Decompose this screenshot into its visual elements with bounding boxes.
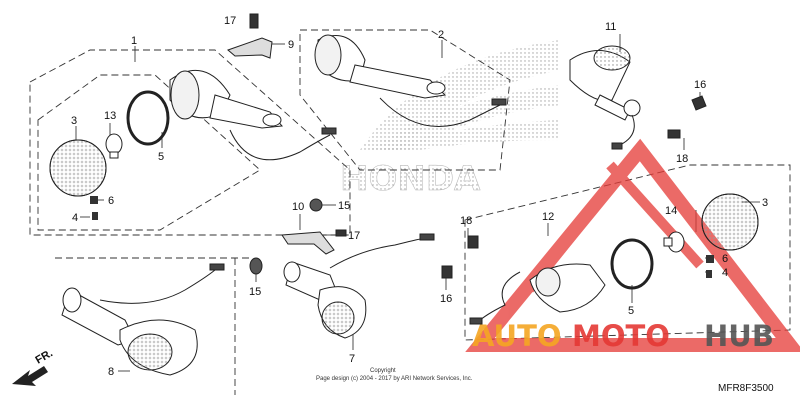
rim-ring-5-left <box>126 90 170 146</box>
callout-5-right: 5 <box>628 305 634 317</box>
callout-12: 12 <box>542 211 554 223</box>
callout-2: 2 <box>438 29 444 41</box>
callout-15-upper: 15 <box>338 200 350 212</box>
front-arrow: FR. <box>12 347 55 386</box>
bulb-13 <box>105 133 123 159</box>
lens-3-right <box>701 193 759 251</box>
watermark-hub: HUB <box>704 319 774 353</box>
watermark-auto: AUTO <box>472 319 562 353</box>
bracket-10 <box>281 198 347 255</box>
bulb-14 <box>663 231 685 253</box>
callout-4-right: 4 <box>722 267 728 279</box>
watermark-moto: MOTO <box>572 319 670 353</box>
callout-3-right: 3 <box>762 197 768 209</box>
copyright-line-2: Page design (c) 2004 - 2017 by ARI Netwo… <box>316 376 473 382</box>
callout-9: 9 <box>288 39 294 51</box>
callout-13: 13 <box>104 110 116 122</box>
callout-5-left: 5 <box>158 151 164 163</box>
callout-18-lower: 18 <box>460 215 472 227</box>
honda-wing-logo: HONDA <box>340 40 560 199</box>
callout-15-lower: 15 <box>249 286 261 298</box>
honda-logo-text: HONDA <box>340 159 481 199</box>
turn-signal-assembly-8 <box>61 263 225 376</box>
callout-labels: 1 2 3 3 4 4 5 5 6 6 7 8 9 10 11 12 13 14… <box>71 15 768 378</box>
screws-right <box>706 255 714 278</box>
front-label: FR. <box>34 347 55 366</box>
callout-3-left: 3 <box>71 115 77 127</box>
callout-1: 1 <box>131 35 137 47</box>
bracket-9 <box>227 13 273 59</box>
rim-ring-5-right <box>610 238 654 290</box>
turn-signal-assembly-7 <box>249 233 435 339</box>
watermark-text: AUTO MOTO HUB <box>472 319 774 353</box>
callout-8: 8 <box>108 366 114 378</box>
callout-10: 10 <box>292 201 304 213</box>
turn-signal-assembly-12 <box>441 235 606 325</box>
callout-14: 14 <box>665 205 677 217</box>
watermark-triangle <box>465 138 800 352</box>
callout-4-left: 4 <box>72 212 78 224</box>
screws-left <box>90 196 98 220</box>
diagram-code: MFR8F3500 <box>718 383 774 394</box>
callout-18-upper: 18 <box>676 153 688 165</box>
turn-signal-assembly-1 <box>169 70 337 161</box>
callout-17-upper: 17 <box>224 15 236 27</box>
callout-11: 11 <box>605 21 616 33</box>
callout-6-right: 6 <box>722 253 728 265</box>
callout-17-lower: 17 <box>348 230 360 242</box>
copyright-line-1: Copyright <box>370 368 396 374</box>
callout-6-left: 6 <box>108 195 114 207</box>
callout-7: 7 <box>349 353 355 365</box>
lens-3-left <box>49 139 107 197</box>
turn-signal-assembly-11 <box>569 45 707 150</box>
callout-16-lower: 16 <box>440 293 452 305</box>
callout-16-upper: 16 <box>694 79 706 91</box>
turn-signal-assembly-2 <box>314 34 507 127</box>
